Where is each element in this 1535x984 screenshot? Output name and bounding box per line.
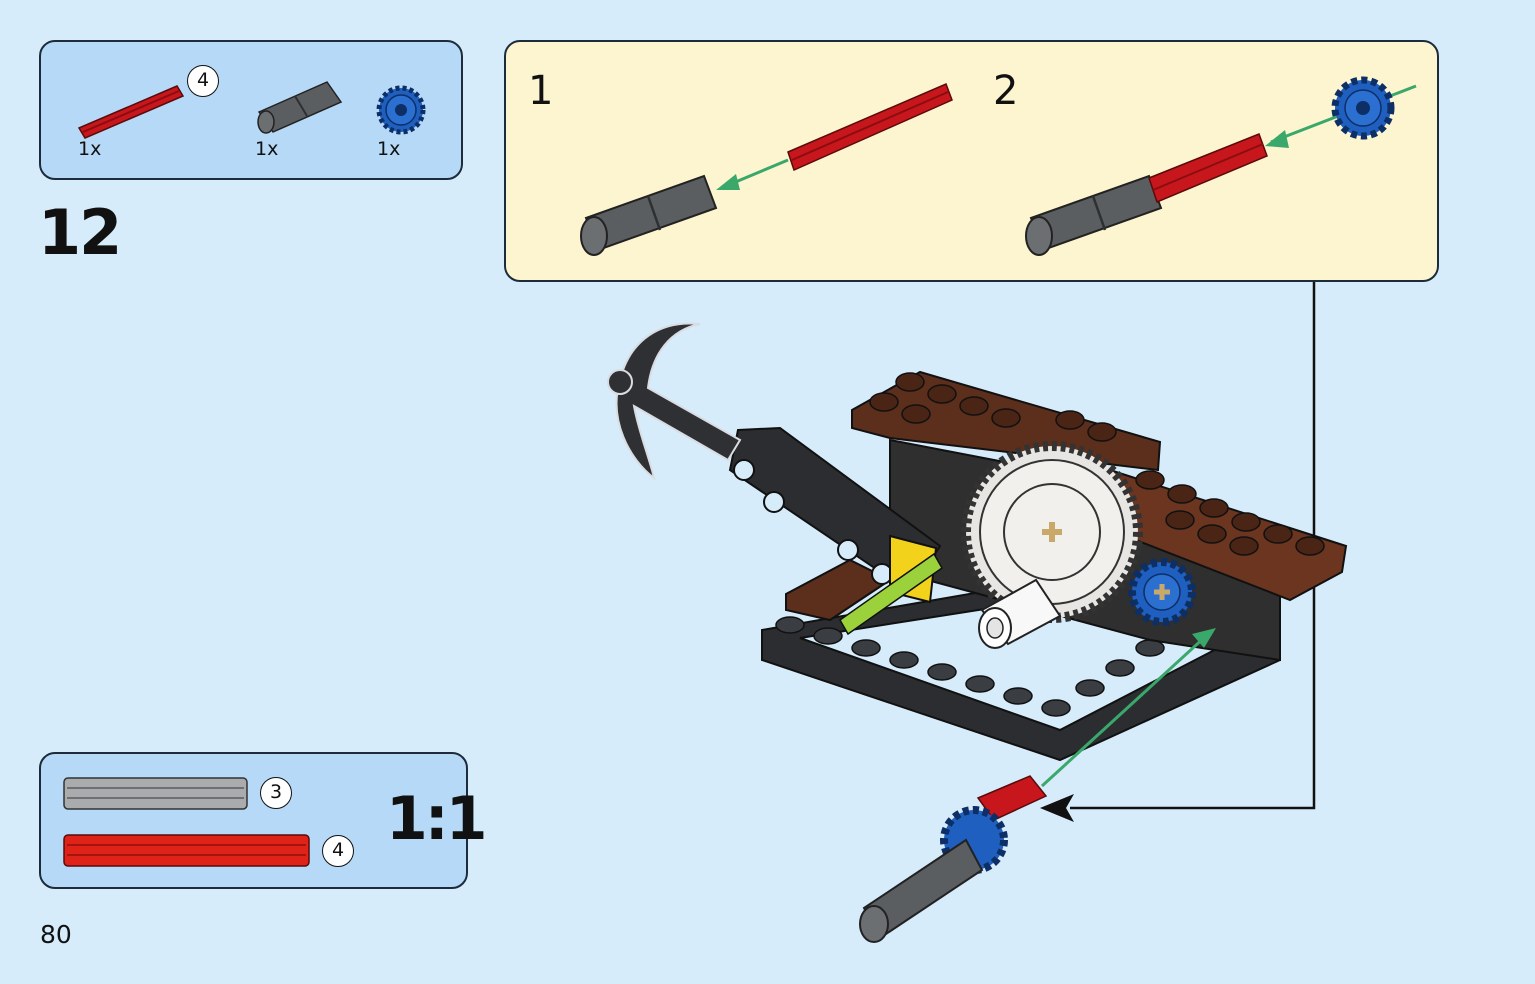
lime-axle	[839, 552, 943, 636]
length-badge: 4	[322, 835, 354, 867]
length-badge: 4	[187, 65, 219, 97]
blue-gear	[1128, 558, 1196, 626]
large-gray-gear	[961, 441, 1143, 623]
part-quantity: 1x	[255, 138, 279, 160]
part-quantity: 1x	[78, 138, 102, 160]
main-model-illustration	[607, 322, 1348, 943]
page-number: 80	[40, 920, 72, 949]
substep-1-illustration	[580, 83, 953, 256]
brown-brick	[785, 558, 892, 622]
white-pin	[978, 578, 1062, 649]
part-quantity: 1x	[377, 138, 401, 160]
blue-gear-icon	[376, 85, 426, 135]
subassembly-panel: 1 2	[504, 40, 1439, 282]
scale-reference-panel: 3 4 1:1	[39, 752, 487, 889]
subassembly-inserted	[859, 775, 1048, 943]
green-arrow	[1265, 130, 1289, 148]
substep-1-number: 1	[528, 68, 554, 114]
substep-2-number: 2	[993, 68, 1019, 114]
parts-list-panel: 4 1x 1x 1x	[39, 40, 463, 180]
gray-axle-connector-icon	[257, 81, 343, 134]
length-badge: 3	[260, 777, 292, 809]
blue-gear	[1331, 76, 1395, 140]
hook	[615, 322, 742, 481]
gray-axle-3-icon	[63, 777, 248, 810]
red-axle-4-icon	[63, 834, 310, 867]
red-axle-4-icon	[77, 85, 185, 139]
green-arrow	[716, 174, 740, 190]
scale-label: 1:1	[386, 784, 487, 854]
step-number: 12	[38, 196, 122, 269]
green-arrow	[1192, 628, 1216, 648]
substep-2-illustration	[1025, 76, 1417, 256]
